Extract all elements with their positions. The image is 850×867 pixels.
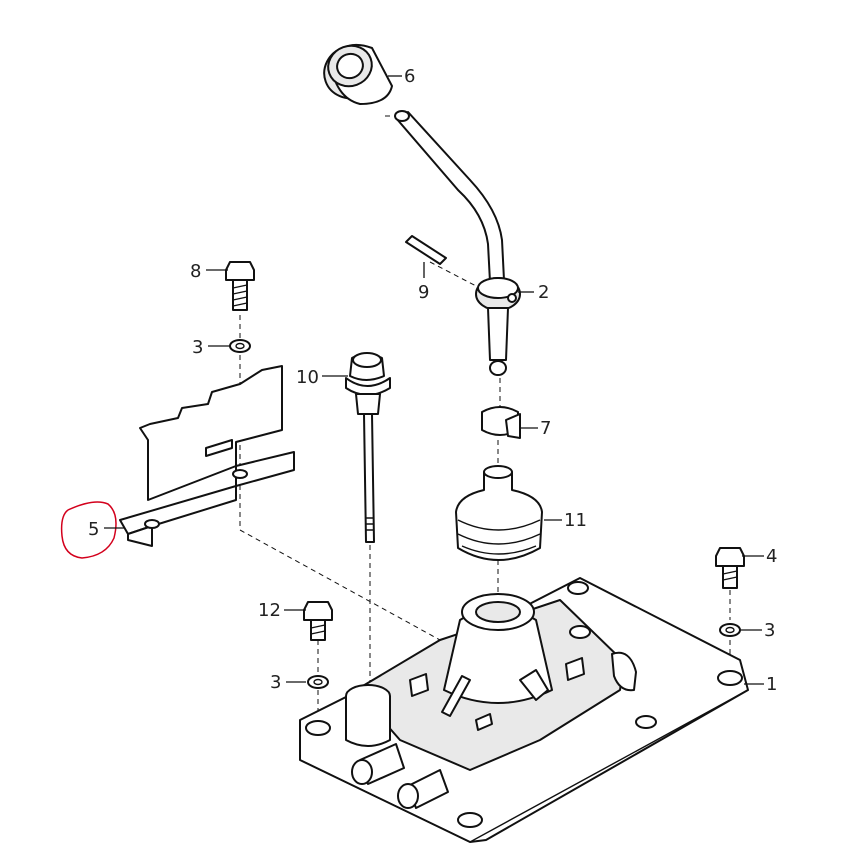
bolt-4	[715, 547, 745, 589]
callout-2: 2	[538, 282, 549, 303]
callout-10: 10	[296, 367, 319, 388]
assembly-guide-lines	[239, 115, 731, 718]
washer-3-left	[307, 675, 329, 689]
roll-pin	[405, 235, 447, 265]
dipstick-plug	[345, 352, 391, 543]
mounting-bracket	[119, 365, 295, 547]
callout-8: 6	[404, 66, 415, 87]
washer-3-top	[229, 339, 251, 353]
callout-labels: 6 2 8 3 9 10 7 11 5 4 3 1 12 3	[88, 66, 777, 695]
callout-5: 5	[88, 519, 99, 540]
bolt-12	[303, 601, 333, 641]
red-highlight-mark	[60, 501, 117, 559]
callout-7: 7	[540, 418, 551, 439]
bolt-6	[225, 261, 255, 311]
leader-lines	[104, 75, 764, 685]
callout-12: 12	[258, 600, 281, 621]
callout-3-right: 3	[764, 620, 775, 641]
callout-3-top: 3	[192, 337, 203, 358]
shift-knob	[323, 44, 393, 105]
shift-lever	[394, 110, 521, 376]
callout-3-left: 3	[270, 672, 281, 693]
callout-9: 9	[418, 282, 429, 303]
callout-11: 11	[564, 510, 587, 531]
washer-3-right	[719, 623, 741, 637]
gearshift-housing	[299, 577, 749, 843]
callout-1: 1	[766, 674, 777, 695]
callout-4: 4	[766, 546, 777, 567]
hose-clamp	[481, 406, 521, 439]
callout-6: 8	[190, 261, 201, 282]
rubber-boot	[455, 465, 543, 561]
